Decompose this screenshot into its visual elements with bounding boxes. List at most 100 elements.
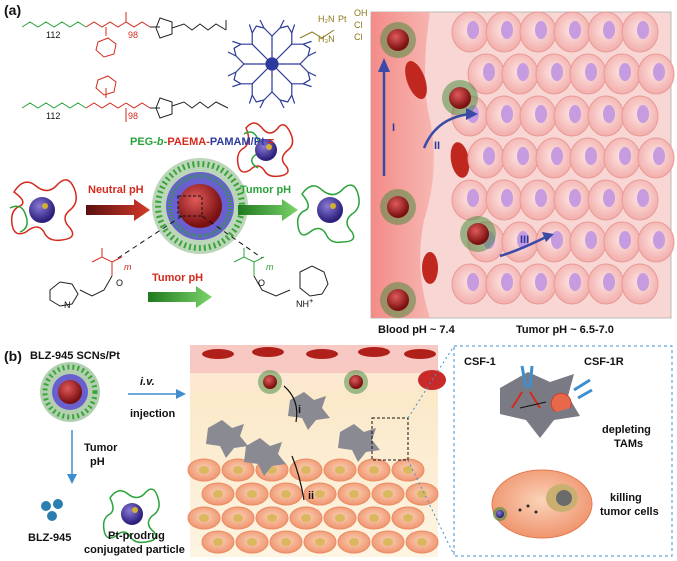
cl-atom-2: Cl <box>354 32 363 42</box>
cell-nucleus-b <box>213 538 223 546</box>
cell-nucleus-b <box>213 490 223 498</box>
cell-nucleus-b <box>383 538 393 546</box>
cell-nucleus-b <box>403 466 413 474</box>
cell-nucleus-b <box>281 490 291 498</box>
legend-b: b <box>156 136 164 148</box>
cell-nucleus-b <box>267 514 277 522</box>
cell-nucleus <box>569 105 581 123</box>
tumor-ph-label-1: Tumor pH <box>240 184 292 196</box>
depleting-label-2: TAMs <box>614 438 644 450</box>
subscript-n112-top: 112 <box>46 30 61 40</box>
polymer-particle-left <box>9 179 77 242</box>
legend-pamam: PAMAM/Pt <box>209 136 265 148</box>
blood-ph-label: Blood pH ~ 7.4 <box>378 324 455 336</box>
killing-label-2: tumor cells <box>600 506 659 518</box>
cell-nucleus <box>535 273 547 291</box>
cell-nucleus <box>501 21 513 39</box>
cell-nucleus <box>535 105 547 123</box>
cell-nucleus <box>517 147 529 165</box>
nanoparticle-icon <box>236 122 294 178</box>
cell-nucleus-b <box>281 538 291 546</box>
m-right: m <box>266 262 274 272</box>
polymer-particle-right <box>296 184 360 244</box>
blz945-scns-micelle <box>40 362 100 422</box>
tumor-ph-label-2: Tumor pH <box>152 272 204 284</box>
endothelial-cells <box>405 60 470 284</box>
tumor-tissue-b <box>187 345 446 557</box>
n-left: N <box>64 300 71 310</box>
legend-paema: PAEMA <box>167 136 207 148</box>
polymer-legend: PEG-b-PAEMA-PAMAM/Pt = <box>130 136 274 148</box>
pt-prodrug-label-1: Pt-prodrug <box>108 530 165 542</box>
zoom-line-right <box>201 215 263 259</box>
cell-nucleus <box>603 105 615 123</box>
o-right: O <box>258 278 266 288</box>
cell-nucleus <box>467 189 479 207</box>
cell-nucleus <box>535 21 547 39</box>
route-ii-arrow <box>422 112 471 149</box>
tumor-label-b: Tumor <box>84 442 118 454</box>
cell-nucleus-b <box>383 490 393 498</box>
route-iii-label: III <box>520 234 530 246</box>
legend-sep1: - <box>163 136 168 148</box>
macrophage-icon <box>500 365 593 438</box>
subscript-n112-bot: 112 <box>46 111 61 121</box>
cell-nucleus <box>619 63 631 81</box>
panel-a-label: (a) <box>4 2 22 18</box>
cell-nucleus-b <box>369 466 379 474</box>
cell-nucleus <box>653 63 665 81</box>
cell-nucleus <box>603 189 615 207</box>
legend-equals: = <box>264 136 275 148</box>
cell-nucleus <box>619 147 631 165</box>
neutral-ph-arrow <box>86 199 150 221</box>
cell-nucleus-b <box>315 490 325 498</box>
cell-nucleus <box>551 231 563 249</box>
blz945-molecule-icon <box>41 499 63 521</box>
cell-nucleus <box>501 273 513 291</box>
cell-nucleus-b <box>233 466 243 474</box>
ph-label-b: pH <box>90 456 105 468</box>
cell-nucleus <box>653 147 665 165</box>
cell-nucleus-b <box>247 538 257 546</box>
cell-nucleus <box>535 189 547 207</box>
h3n-group: H₃N <box>318 34 335 44</box>
cell-nucleus <box>637 189 649 207</box>
paema-neutral-structure <box>49 248 123 307</box>
micelles-in-vessel <box>258 370 368 394</box>
cell-nucleus <box>603 21 615 39</box>
route-ii-label: II <box>434 140 441 152</box>
m-left: m <box>124 262 132 272</box>
zoom-line-b-top <box>407 345 455 419</box>
tumor-ph-range-label: Tumor pH ~ 6.5-7.0 <box>516 324 614 336</box>
route-ii-b: ii <box>308 490 315 502</box>
nh-plus: NH+ <box>296 296 314 309</box>
cell-nucleus <box>501 105 513 123</box>
injection-label: injection <box>130 408 176 420</box>
route-iii-arrow <box>499 234 549 258</box>
cell-nucleus <box>569 189 581 207</box>
depleting-label-1: depleting <box>602 424 651 436</box>
csf1r-label: CSF-1R <box>584 356 624 368</box>
tumor-cell-grid <box>451 11 675 305</box>
cell-nucleus <box>517 231 529 249</box>
cell-nucleus <box>637 273 649 291</box>
cell-nucleus <box>467 273 479 291</box>
route-i-label: I <box>392 122 396 134</box>
macrophages-b <box>206 392 380 476</box>
dendrimer-icon <box>227 19 317 109</box>
blood-micelles <box>380 22 496 318</box>
h2n-group: H₂N <box>318 14 335 24</box>
iv-label: i.v. <box>140 376 155 388</box>
panel-b-label: (b) <box>4 348 22 364</box>
pt-prodrug-particle-icon <box>102 488 160 544</box>
cell-nucleus-b <box>335 514 345 522</box>
tumor-cell-icon <box>491 469 593 539</box>
cell-nucleus-b <box>199 466 209 474</box>
csf1-label: CSF-1 <box>464 356 496 368</box>
cell-nucleus <box>517 63 529 81</box>
cell-nucleus-b <box>301 514 311 522</box>
blz945-scns-title: BLZ-945 SCNs/Pt <box>30 350 120 362</box>
cell-nucleus <box>603 273 615 291</box>
cell-nucleus-b <box>417 538 427 546</box>
legend-sep2: - <box>206 136 210 148</box>
